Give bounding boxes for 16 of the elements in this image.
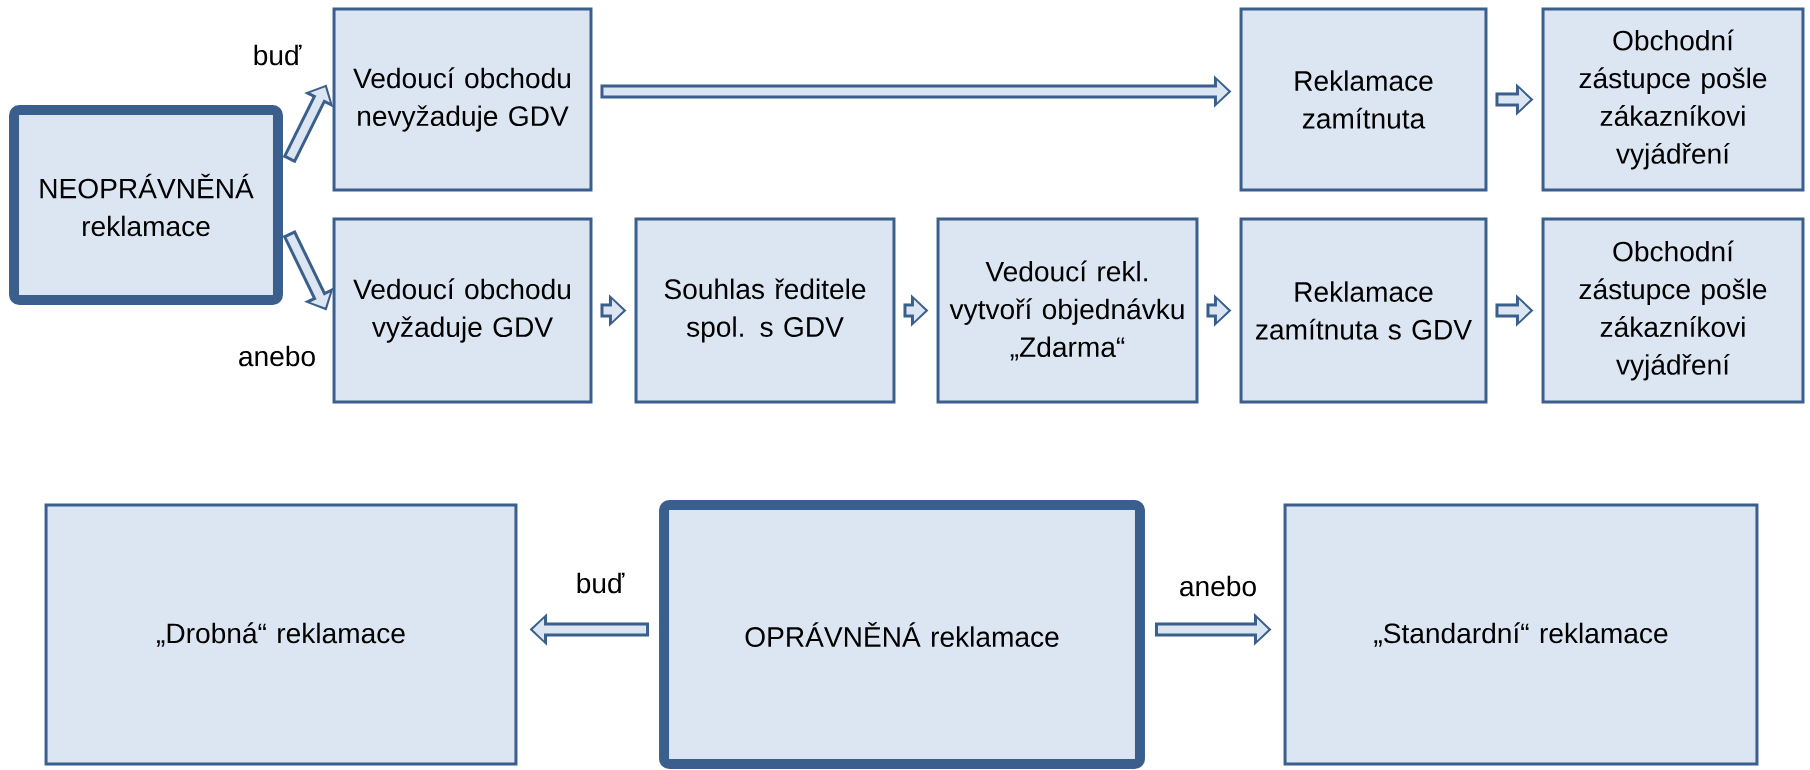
process-box: Obchodní zástupce pošle zákazníkovi vyjádření	[1541, 217, 1805, 404]
process-box: Reklamace zamítnuta s GDV	[1239, 217, 1488, 404]
edge-label: buď	[254, 44, 302, 66]
edge-label: anebo	[1180, 575, 1256, 597]
edge-label: anebo	[239, 345, 315, 367]
process-box: Reklamace zamítnuta	[1239, 7, 1488, 192]
process-box: „Drobná“ reklamace	[44, 503, 518, 766]
edge-label: buď	[577, 572, 625, 594]
process-box: Souhlas ředitele spol. s GDV	[634, 217, 896, 404]
process-box: Vedoucí obchodu nevyžaduje GDV	[332, 7, 593, 192]
process-box: Obchodní zástupce pošle zákazníkovi vyjádření	[1541, 7, 1805, 192]
process-box: NEOPRÁVNĚNÁ reklamace	[9, 105, 283, 305]
process-box: Vedoucí obchodu vyžaduje GDV	[332, 217, 593, 404]
process-box: Vedoucí rekl. vytvoří objednávku „Zdarma“	[936, 217, 1199, 404]
process-box: „Standardní“ reklamace	[1283, 503, 1759, 766]
process-box: OPRÁVNĚNÁ reklamace	[659, 500, 1145, 769]
